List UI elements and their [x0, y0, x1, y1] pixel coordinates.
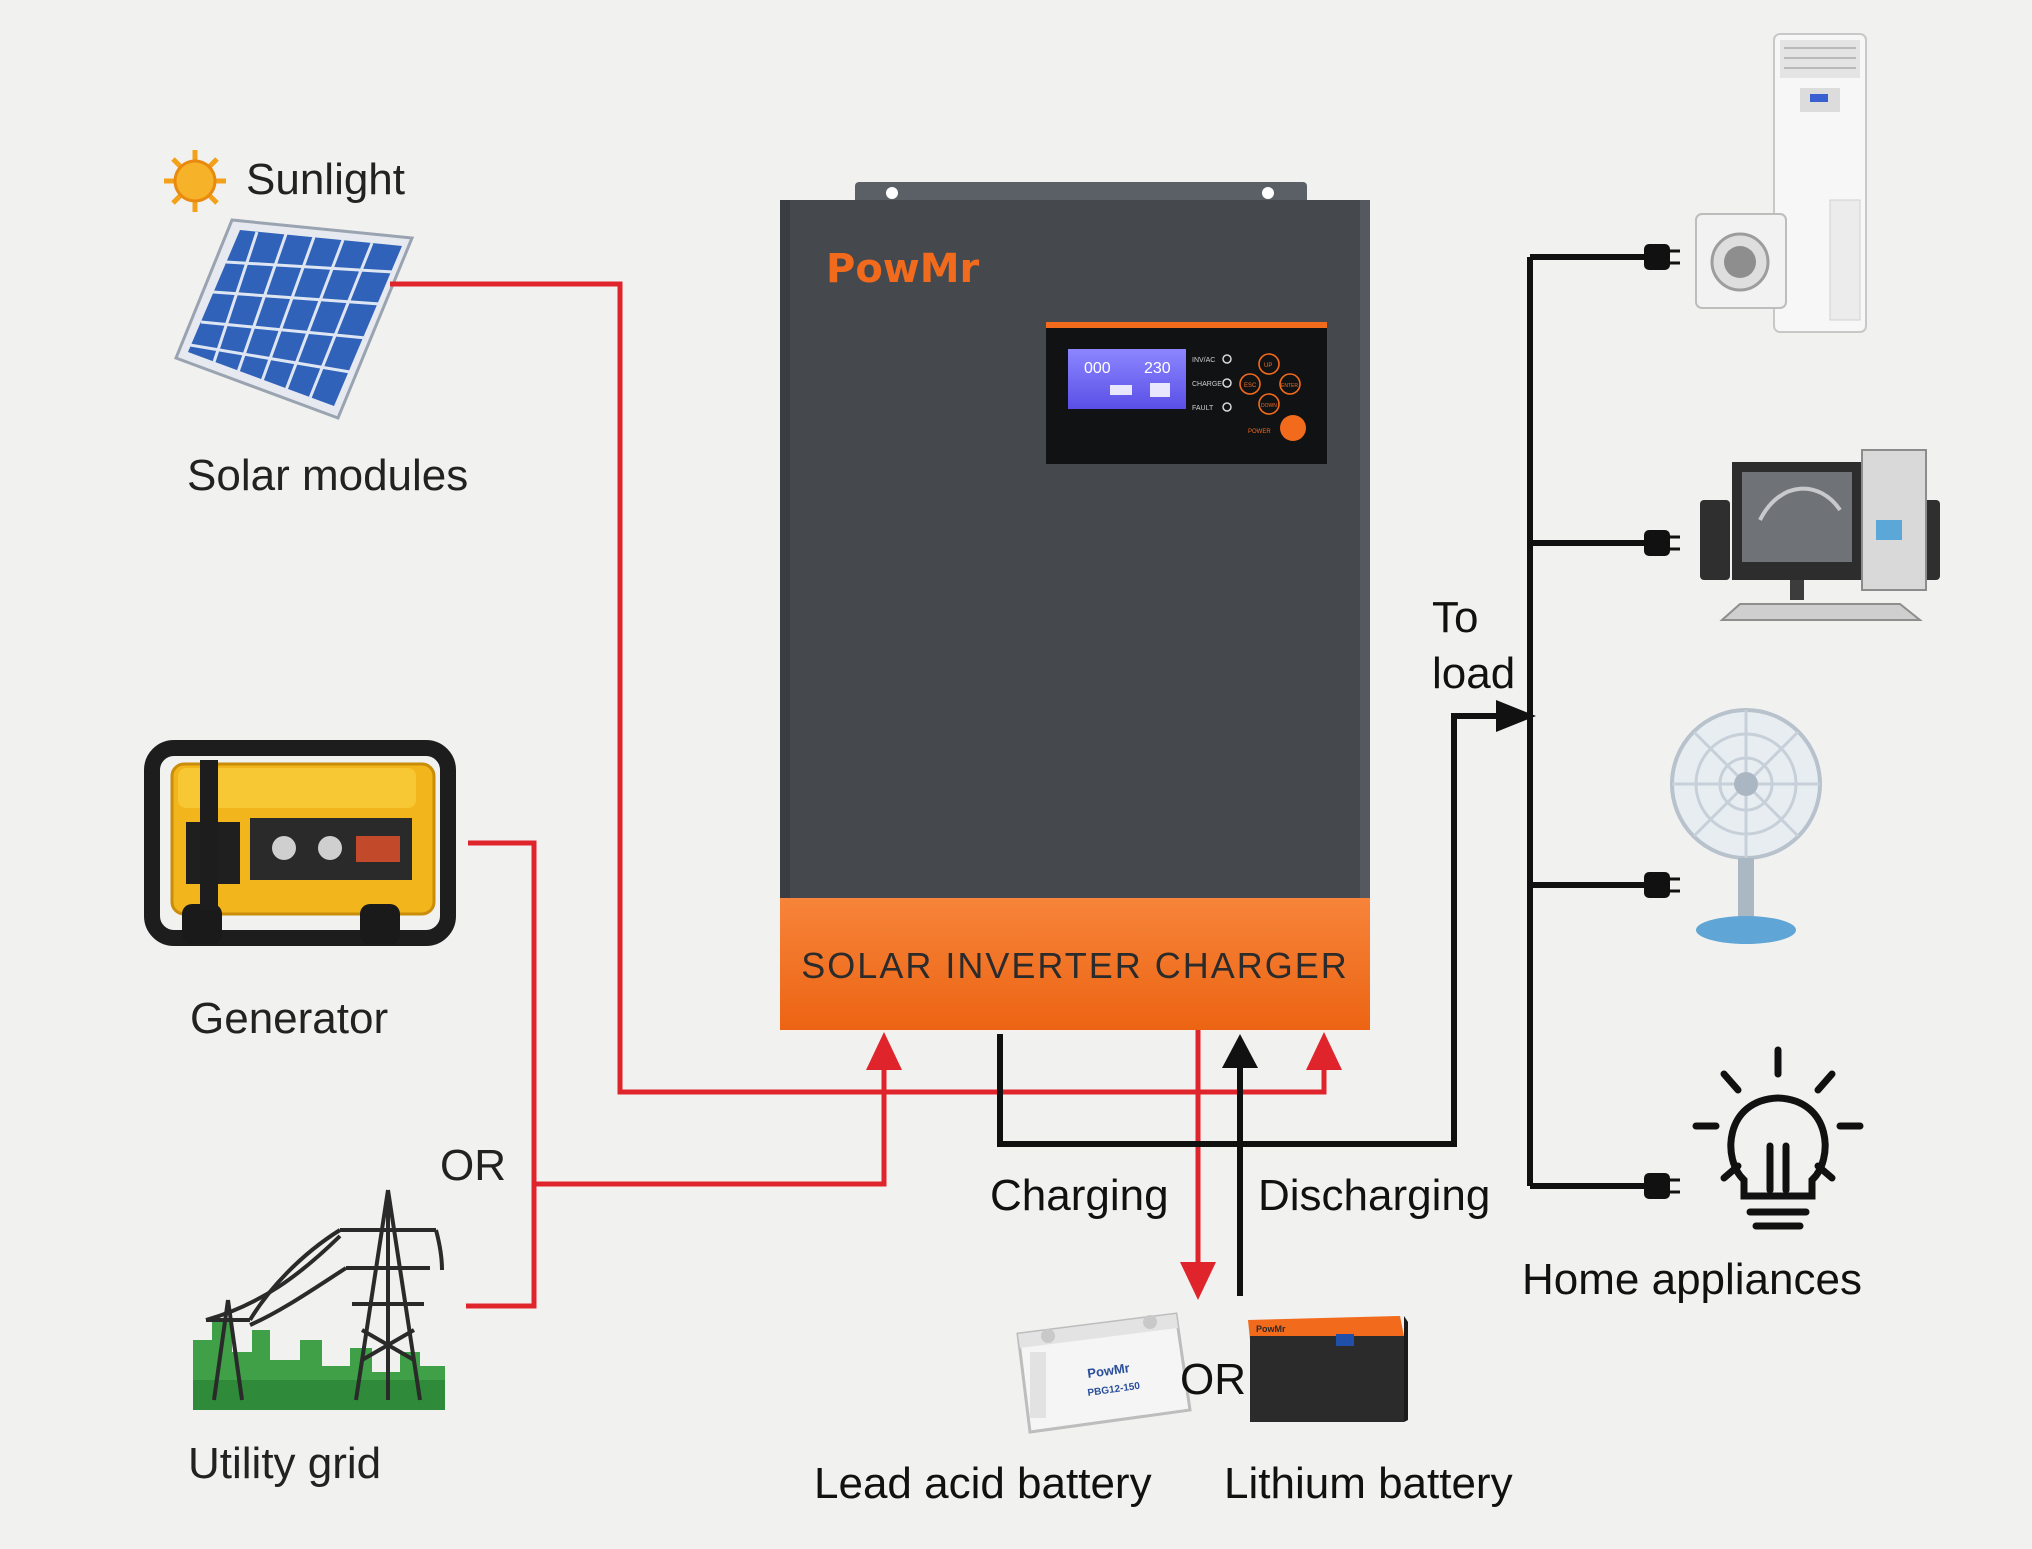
- load-output-line: [997, 713, 1516, 1147]
- solar-panel-icon: [174, 218, 415, 420]
- computer-icon: [1700, 449, 1940, 621]
- lcd-display: [1068, 349, 1186, 409]
- plug-icon: [1644, 530, 1670, 556]
- led-fault-label: FAULT: [1192, 405, 1214, 412]
- discharging-label: Discharging: [1258, 1171, 1490, 1220]
- enter-button[interactable]: [1279, 373, 1301, 395]
- power-button[interactable]: [1280, 415, 1306, 441]
- esc-button[interactable]: [1239, 373, 1261, 395]
- led-charge-indicator: [1222, 378, 1232, 388]
- to-load-arrow: [1496, 700, 1536, 732]
- to-load-label-line1: To: [1432, 593, 1478, 642]
- up-button[interactable]: [1258, 353, 1280, 375]
- generator-label: Generator: [190, 994, 388, 1043]
- charging-label: Charging: [990, 1171, 1169, 1220]
- solar-input-arrow: [1306, 1032, 1342, 1070]
- esc-button-label: ESC: [1244, 383, 1257, 389]
- discharging-arrow: [1222, 1034, 1258, 1068]
- inverter-unit: PowMr 000 230 INV/AC CHARGE FAULT UP ESC: [780, 182, 1370, 1030]
- up-button-label: UP: [1264, 363, 1272, 369]
- or-grid-label: OR: [440, 1141, 506, 1190]
- led-charge-label: CHARGE: [1192, 381, 1222, 388]
- mounting-hole: [886, 187, 898, 199]
- plug-icon: [1644, 244, 1670, 270]
- led-inv-label: INV/AC: [1192, 357, 1215, 364]
- lithium-battery-brand: PowMr: [1256, 1324, 1286, 1334]
- lead-battery-brand: PowMr: [1086, 1360, 1130, 1381]
- down-button-label: DOWN: [1261, 403, 1277, 409]
- plug-icon: [1644, 1173, 1670, 1199]
- led-inv-indicator: [1222, 354, 1232, 364]
- mounting-hole: [1262, 187, 1274, 199]
- output-wiring: [997, 254, 1648, 1296]
- utility-grid-icon: [193, 1189, 445, 1410]
- power-button-label: POWER: [1248, 429, 1271, 435]
- fan-icon: [1670, 708, 1822, 944]
- generator-grid-line: [466, 840, 537, 1309]
- generator-icon: [144, 740, 456, 946]
- light-bulb-icon: [1692, 1046, 1864, 1230]
- inverter-front-panel: [780, 898, 1370, 1030]
- or-battery-label: OR: [1180, 1355, 1246, 1404]
- inverter-brand: PowMr: [826, 246, 980, 292]
- home-appliances-label: Home appliances: [1522, 1255, 1862, 1304]
- solar-input-line: [390, 281, 1327, 1095]
- plug-icon: [1644, 872, 1670, 898]
- control-panel: 000 230 INV/AC CHARGE FAULT UP ESC ENTER…: [1046, 322, 1327, 464]
- plug-icons: [1644, 244, 1680, 1199]
- lithium-battery-label: Lithium battery: [1224, 1459, 1513, 1508]
- sun-icon: [164, 150, 226, 212]
- enter-button-label: ENTER: [1281, 383, 1298, 389]
- lcd-left-value: 000: [1084, 360, 1111, 377]
- ac-input-arrow: [866, 1032, 902, 1070]
- lead-acid-battery-label: Lead acid battery: [814, 1459, 1152, 1508]
- inverter-panel-text: SOLAR INVERTER CHARGER: [801, 945, 1348, 986]
- down-button[interactable]: [1258, 393, 1280, 415]
- input-wiring: [390, 281, 1327, 1309]
- ac-input-line: [534, 1054, 887, 1187]
- air-conditioner-icon: [1773, 33, 1867, 333]
- led-fault-indicator: [1222, 402, 1232, 412]
- lcd-right-value: 230: [1144, 360, 1171, 377]
- lead-acid-battery-icon: PowMr PBG12-150: [1016, 1312, 1192, 1434]
- washing-machine-icon: [1695, 213, 1787, 309]
- lithium-battery-icon: PowMr: [1248, 1316, 1408, 1422]
- solar-modules-label: Solar modules: [187, 451, 468, 500]
- utility-grid-label: Utility grid: [188, 1439, 381, 1488]
- charging-arrow: [1180, 1262, 1216, 1300]
- to-load-label-line2: load: [1432, 649, 1515, 698]
- sunlight-label: Sunlight: [246, 155, 405, 204]
